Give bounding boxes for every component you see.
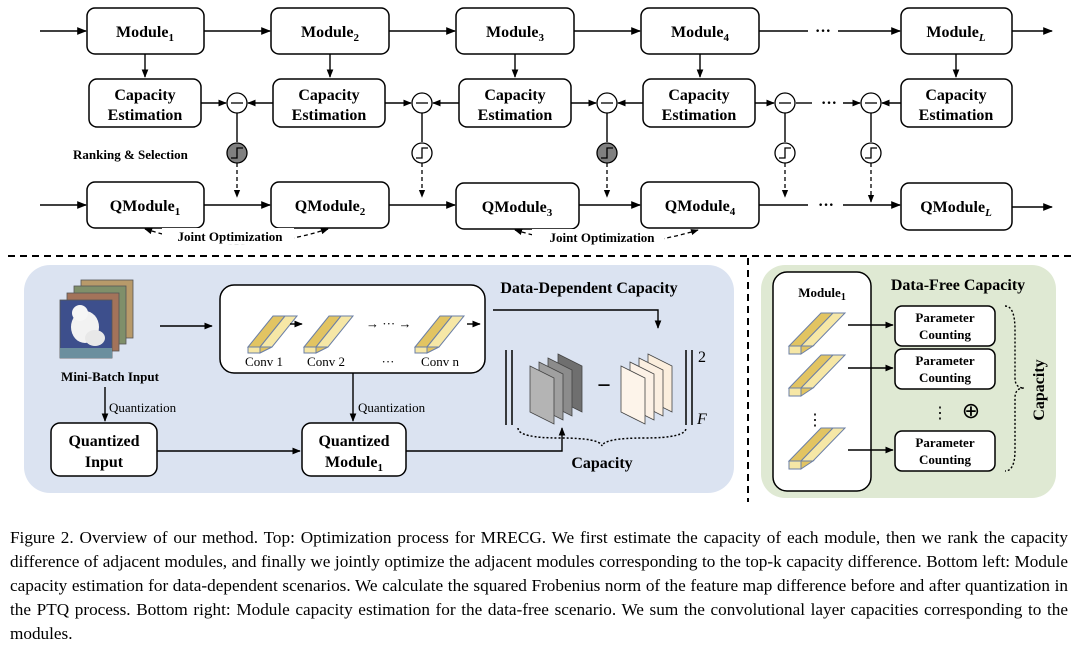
data-free-title: Data-Free Capacity — [891, 277, 1025, 294]
module-vdots: ⋮ — [807, 412, 823, 429]
figure-caption: Figure 2. Overview of our method. Top: O… — [10, 528, 1068, 643]
fp-feature-maps — [529, 353, 583, 425]
svg-text:Counting: Counting — [919, 370, 972, 385]
capacity-ellipsis: ··· — [821, 95, 837, 112]
qmodule-box-L: QModuleL — [900, 182, 1013, 231]
norm-subscript: F — [696, 411, 707, 428]
svg-text:Estimation: Estimation — [292, 107, 367, 124]
svg-text:Capacity: Capacity — [114, 87, 175, 104]
module-label: Module — [671, 24, 723, 41]
svg-text:Capacity: Capacity — [925, 87, 986, 104]
capacity-label-dependent: Capacity — [571, 455, 632, 472]
module-box-1: Module1 — [86, 7, 205, 55]
svg-text:Capacity: Capacity — [484, 87, 545, 104]
capacity-label-free: Capacity — [1031, 359, 1048, 420]
conv-label-ellipsis: ··· — [382, 354, 395, 369]
qmodule-box-1: QModule1 — [86, 181, 205, 229]
svg-text:QModule3: QModule3 — [482, 199, 553, 219]
svg-text:Quantized: Quantized — [318, 433, 389, 450]
module-ellipsis: ··· — [815, 23, 831, 40]
parameter-counting-box-1: Parameter Counting — [894, 305, 996, 347]
module-label: Module — [486, 24, 538, 41]
svg-text:QModule2: QModule2 — [295, 198, 366, 218]
module-box-3: Module3 — [455, 7, 575, 55]
svg-text:Parameter: Parameter — [915, 310, 974, 325]
svg-text:Module2: Module2 — [301, 24, 359, 44]
svg-text:Module1: Module1 — [116, 24, 174, 44]
conv-label-n: Conv n — [421, 354, 459, 369]
svg-text:Parameter: Parameter — [915, 353, 974, 368]
module-conv-block-2 — [787, 354, 847, 397]
capacity-estimation-box-1: Capacity Estimation — [88, 78, 202, 128]
mini-batch-image-stack — [59, 279, 134, 359]
quantized-input-box: Quantized Input — [50, 422, 158, 477]
conv-ellipsis: → ··· → — [366, 316, 412, 331]
qmodule-ellipsis: ··· — [818, 197, 834, 214]
capacity-row: Capacity Estimation Capacity Estimation … — [73, 78, 1013, 203]
selection-switches — [226, 113, 882, 203]
quantized-module-box: Quantized Module1 — [301, 422, 407, 477]
module-label: Module — [301, 24, 353, 41]
module-label: Module — [116, 24, 168, 41]
svg-text:Parameter: Parameter — [915, 435, 974, 450]
ranking-selection-label: Ranking & Selection — [73, 147, 189, 162]
minus-sign: − — [597, 373, 611, 399]
mini-batch-label: Mini-Batch Input — [61, 369, 160, 384]
qmodule-box-4: QModule4 — [640, 181, 760, 229]
svg-text:Estimation: Estimation — [919, 107, 994, 124]
svg-text:Capacity: Capacity — [298, 87, 359, 104]
qmodule-row: ··· QModule1 QModule2 QModule3 QModule4 … — [40, 181, 1053, 245]
svg-text:Estimation: Estimation — [478, 107, 553, 124]
quantization-label-module: Quantization — [358, 400, 426, 415]
svg-text:Quantized: Quantized — [68, 433, 139, 450]
module-column-box — [772, 271, 872, 492]
svg-text:QModuleL: QModuleL — [920, 199, 992, 219]
svg-text:ModuleL: ModuleL — [926, 24, 985, 44]
capacity-estimation-box-L: Capacity Estimation — [900, 78, 1013, 128]
data-free-panel: Module1 Data-Free Capacity ⋮ Paramete — [761, 265, 1056, 498]
data-free-module-label: Module1 — [798, 285, 846, 303]
quantization-label-input: Quantization — [109, 400, 177, 415]
capacity-estimation-box-3: Capacity Estimation — [458, 78, 572, 128]
module-label: Module — [926, 24, 978, 41]
oplus-icon: ⊕ — [962, 398, 980, 423]
capacity-estimation-box-4: Capacity Estimation — [642, 78, 756, 128]
method-overview-diagram: ··· Module1 Module2 Module3 Module4 Modu… — [8, 7, 1072, 502]
module-box-4: Module4 — [640, 7, 760, 55]
conv-label-1: Conv 1 — [245, 354, 283, 369]
module-conv-block-1 — [787, 312, 847, 355]
module-conv-block-3 — [787, 427, 847, 470]
param-vdots: ⋮ — [932, 405, 948, 422]
svg-text:Counting: Counting — [919, 327, 972, 342]
module-box-L: ModuleL — [900, 7, 1013, 55]
svg-text:QModule4: QModule4 — [665, 198, 736, 218]
capacity-estimation-box-2: Capacity Estimation — [272, 78, 386, 128]
qmodule-box-3: QModule3 — [455, 182, 580, 230]
svg-text:Module4: Module4 — [671, 24, 729, 44]
conv-block-1 — [246, 315, 299, 354]
module-box-2: Module2 — [270, 7, 390, 55]
conv-label-2: Conv 2 — [307, 354, 345, 369]
svg-text:QModule1: QModule1 — [110, 198, 180, 218]
parameter-counting-box-2: Parameter Counting — [894, 348, 996, 390]
module-row: ··· Module1 Module2 Module3 Module4 Modu… — [40, 7, 1053, 78]
joint-optimization-label-2: Joint Optimization — [549, 230, 655, 245]
svg-text:Estimation: Estimation — [662, 107, 737, 124]
frobenius-norm: 2 F − Capacity — [505, 349, 707, 472]
conv-block-2 — [302, 315, 355, 354]
norm-superscript: 2 — [698, 349, 706, 366]
joint-optimization-label-1: Joint Optimization — [177, 229, 283, 244]
svg-text:Estimation: Estimation — [108, 107, 183, 124]
conv-block-n — [413, 315, 466, 354]
data-dependent-panel: Mini-Batch Input → ··· → Conv 1 Conv 2 ·… — [24, 265, 734, 493]
svg-text:Capacity: Capacity — [668, 87, 729, 104]
svg-text:Module3: Module3 — [486, 24, 544, 44]
parameter-counting-box-3: Parameter Counting — [894, 430, 996, 472]
svg-text:Counting: Counting — [919, 452, 972, 467]
svg-text:Module1: Module1 — [325, 454, 383, 474]
svg-text:Input: Input — [85, 454, 124, 471]
qmodule-box-2: QModule2 — [270, 181, 390, 229]
quantized-feature-maps — [620, 353, 673, 425]
data-dependent-title: Data-Dependent Capacity — [500, 280, 677, 297]
